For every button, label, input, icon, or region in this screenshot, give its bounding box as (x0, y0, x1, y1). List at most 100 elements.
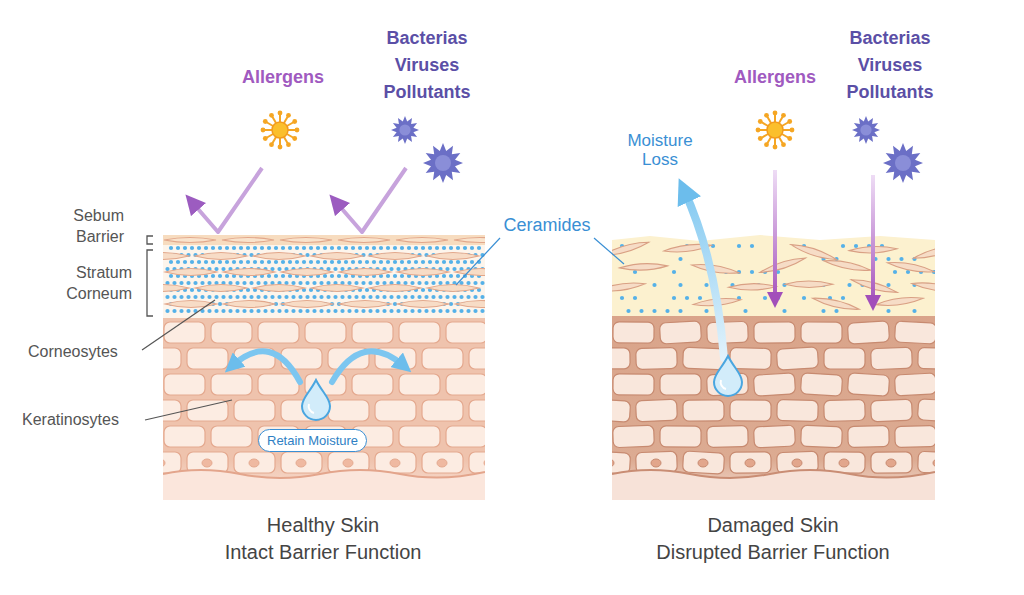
cell-nucleus (651, 459, 661, 467)
ceramide-dot (393, 274, 397, 278)
ceramide-dot (389, 267, 393, 271)
ceramide-dot (396, 309, 400, 313)
corneocyte (911, 280, 935, 294)
cell-nucleus (839, 459, 849, 467)
allergen-tip (756, 128, 761, 133)
ceramide-dot (347, 309, 351, 313)
corneocyte (612, 239, 650, 258)
ceramide-dot (323, 260, 327, 264)
ceramide-dot (368, 309, 372, 313)
keratinocyte-cell (871, 347, 913, 369)
keratinocyte-cell (613, 425, 655, 447)
ceramide-dot (176, 246, 180, 250)
corneocyte (812, 295, 860, 312)
keratinocyte-cell (777, 400, 819, 422)
ceramide-dot (214, 309, 218, 313)
ceramide-dot (309, 246, 313, 250)
cell-label: Corneosytes (28, 342, 140, 361)
corneocyte (823, 258, 871, 274)
ceramide-dot (242, 309, 246, 313)
keratinocyte-cell (683, 400, 724, 421)
ceramide-dot (305, 281, 309, 285)
ceramide-dot (424, 281, 428, 285)
healthy-skin (163, 235, 485, 500)
corneocyte (369, 285, 421, 292)
corneocyte (619, 263, 667, 271)
keratinocyte-cell (211, 374, 252, 395)
keratinocyte-cell (164, 322, 205, 343)
corneocyte (612, 281, 646, 294)
ceramide-dot (354, 295, 358, 299)
ceramide-dot (344, 274, 348, 278)
ceramide-dot (256, 295, 260, 299)
allergen-tip (773, 145, 778, 150)
ceramide-dot (214, 295, 218, 299)
ceramide-dot (407, 260, 411, 264)
ceramide-dot (442, 274, 446, 278)
keratinocyte-cell (187, 348, 228, 369)
ceramide-dot (330, 274, 334, 278)
keratinocyte-cell (895, 426, 935, 448)
drop-highlight (721, 380, 726, 389)
allergen-tip (278, 145, 283, 150)
ceramide-dot (899, 257, 903, 261)
ceramide-dot (452, 295, 456, 299)
penetrate-arrow (773, 170, 777, 300)
drop-highlight (309, 404, 314, 413)
corneocyte (311, 253, 363, 260)
ceramide-dot (672, 270, 676, 274)
ceramide-dot (169, 260, 173, 264)
ceramide-dot (841, 244, 845, 248)
allergen-icon (756, 111, 795, 150)
ceramide-dot (326, 309, 330, 313)
ceramide-dot (438, 281, 442, 285)
ceramide-dot (386, 274, 390, 278)
ceramide-dot (431, 309, 435, 313)
corneocyte (728, 283, 776, 290)
keratinocyte-cell (753, 425, 795, 448)
ceramide-dot (204, 246, 208, 250)
keratinocyte-cell (801, 425, 843, 448)
ceramide-dot (886, 283, 890, 287)
ceramide-dot (179, 309, 183, 313)
ceramide-dot (867, 296, 871, 300)
ceramide-dot (316, 260, 320, 264)
keratinocyte-cell (918, 348, 935, 370)
keratinocyte-cell (187, 400, 228, 421)
ceramide-dot (365, 246, 369, 250)
ceramide-dot (365, 260, 369, 264)
ceramide-dot (459, 309, 463, 313)
ceramide-dot (652, 309, 656, 313)
keratinocyte-cell (800, 373, 842, 396)
corneocyte (164, 238, 216, 243)
keratinocyte-cell (469, 400, 485, 421)
keratinocyte-cell (211, 322, 252, 343)
ceramide-dot (802, 296, 806, 300)
ceramide-dot (361, 281, 365, 285)
ceramide-dot (463, 260, 467, 264)
keratinocyte-cell (422, 452, 463, 473)
ceramide-dot (253, 246, 257, 250)
corneocyte (887, 260, 935, 275)
keratinocyte-cell (824, 348, 865, 369)
ceramide-dot (435, 246, 439, 250)
corneocyte (427, 253, 479, 260)
ceramide-dot (186, 281, 190, 285)
ceramide-dot (190, 246, 194, 250)
ceramide-dot (242, 295, 246, 299)
virus-icon (852, 116, 880, 144)
ceramide-dot (414, 260, 418, 264)
allergen-tip (773, 111, 778, 116)
ceramide-dot (351, 260, 355, 264)
virus-icon (423, 143, 463, 183)
ceramide-dot (333, 309, 337, 313)
keratinocyte-cell (446, 322, 485, 343)
ceramide-dot (379, 260, 383, 264)
ceramide-dot (386, 246, 390, 250)
layer-label: Sebum Barrier (46, 205, 124, 247)
ceramide-dot (452, 309, 456, 313)
ceramide-dot (750, 244, 754, 248)
corneocyte (253, 253, 305, 260)
ceramide-dot (169, 274, 173, 278)
ceramide-dot (165, 295, 169, 299)
